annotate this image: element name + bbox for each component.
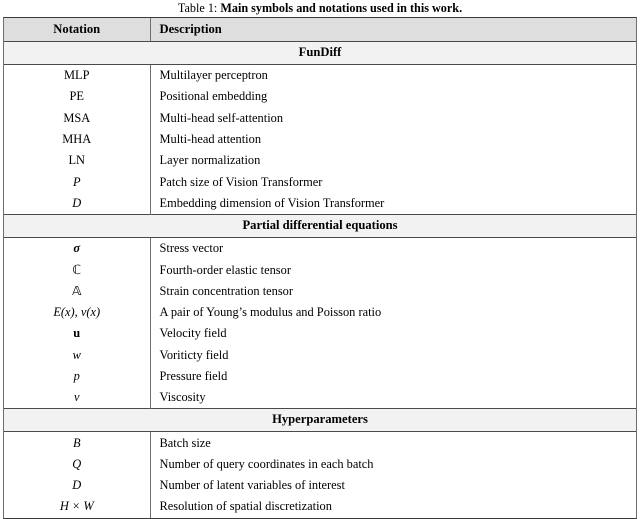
description-cell: Pressure field bbox=[150, 365, 636, 388]
notation-symbol: P bbox=[72, 174, 81, 189]
notation-cell: D bbox=[4, 475, 151, 497]
description-cell: Patch size of Vision Transformer bbox=[150, 171, 636, 193]
table-row: MHA Multi-head attention bbox=[4, 128, 636, 151]
notation-cell: P bbox=[4, 171, 151, 193]
notation-cell: σ bbox=[4, 237, 151, 260]
notation-symbol: MHA bbox=[62, 132, 92, 147]
notation-cell: D bbox=[4, 192, 151, 215]
column-header-description: Description bbox=[150, 18, 636, 42]
table-row: p Pressure field bbox=[4, 365, 636, 388]
table-row: Q Number of query coordinates in each bat… bbox=[4, 453, 636, 476]
description-cell: Embedding dimension of Vision Transforme… bbox=[150, 192, 636, 215]
notation-symbol: 𝔸 bbox=[72, 283, 82, 299]
notation-symbol: ℂ bbox=[72, 262, 82, 278]
notation-cell: MHA bbox=[4, 128, 151, 151]
section-title: Hyperparameters bbox=[4, 408, 636, 433]
section-title: Partial differential equations bbox=[4, 214, 636, 239]
description-cell: Positional embedding bbox=[150, 86, 636, 108]
notation-symbol: E(x), ν(x) bbox=[53, 305, 101, 320]
notation-symbol: w bbox=[72, 347, 81, 362]
description-cell: Resolution of spatial discretization bbox=[150, 496, 636, 518]
notation-cell: LN bbox=[4, 150, 151, 172]
table-caption: Table 1: Main symbols and notations used… bbox=[0, 0, 640, 15]
description-cell: Viscosity bbox=[150, 387, 636, 409]
description-cell: Batch size bbox=[150, 431, 636, 454]
table-header-row: Notation Description bbox=[4, 18, 636, 42]
notation-symbol: u bbox=[73, 326, 81, 341]
table-row: MLP Multilayer perceptron bbox=[4, 64, 636, 87]
description-cell: Number of latent variables of interest bbox=[150, 475, 636, 497]
description-cell: Velocity field bbox=[150, 323, 636, 345]
notation-symbol: ν bbox=[74, 390, 80, 405]
notation-symbol: LN bbox=[68, 153, 86, 168]
table-row: ν Viscosity bbox=[4, 387, 636, 409]
column-header-notation: Notation bbox=[4, 18, 151, 42]
description-cell: Multi-head attention bbox=[150, 128, 636, 151]
notation-symbol: D bbox=[72, 478, 82, 493]
description-cell: Fourth-order elastic tensor bbox=[150, 259, 636, 281]
table-row: σ Stress vector bbox=[4, 237, 636, 260]
notation-cell: ν bbox=[4, 387, 151, 409]
section-title: FunDiff bbox=[4, 41, 636, 65]
description-cell: Multilayer perceptron bbox=[150, 64, 636, 87]
notation-cell: B bbox=[4, 431, 151, 454]
table-row: u Velocity field bbox=[4, 323, 636, 345]
notation-cell: 𝔸 bbox=[4, 280, 151, 302]
table-row: LN Layer normalization bbox=[4, 150, 636, 172]
table-row: H × W Resolution of spatial discretizatio… bbox=[4, 496, 636, 518]
description-cell: Layer normalization bbox=[150, 150, 636, 172]
notation-symbol: σ bbox=[73, 241, 81, 256]
notation-cell: ℂ bbox=[4, 259, 151, 281]
section-header-row: Hyperparameters bbox=[4, 408, 636, 433]
table-row: MSA Multi-head self-attention bbox=[4, 107, 636, 129]
notation-cell: w bbox=[4, 344, 151, 366]
table-row: w Voriticty field bbox=[4, 344, 636, 366]
notation-cell: p bbox=[4, 365, 151, 388]
description-cell: Multi-head self-attention bbox=[150, 107, 636, 129]
notation-symbol: B bbox=[72, 435, 81, 450]
notation-symbol: Q bbox=[72, 456, 82, 471]
description-cell: Voriticty field bbox=[150, 344, 636, 366]
notation-cell: PE bbox=[4, 86, 151, 108]
notation-cell: Q bbox=[4, 453, 151, 476]
notation-symbol: p bbox=[73, 369, 80, 383]
description-cell: Number of query coordinates in each batc… bbox=[150, 453, 636, 476]
notation-cell: MSA bbox=[4, 107, 151, 129]
notation-cell: u bbox=[4, 323, 151, 345]
notation-symbol: PE bbox=[69, 89, 84, 104]
table-row: B Batch size bbox=[4, 431, 636, 454]
table-row: D Number of latent variables of interest bbox=[4, 475, 636, 497]
notation-symbol: H × W bbox=[59, 499, 94, 514]
table-row: D Embedding dimension of Vision Transform… bbox=[4, 192, 636, 215]
notation-symbol: MSA bbox=[63, 110, 91, 125]
notation-symbol: MLP bbox=[64, 68, 90, 83]
notation-symbol: D bbox=[72, 195, 82, 210]
caption-text: Main symbols and notations used in this … bbox=[220, 1, 463, 15]
notation-cell: H × W bbox=[4, 496, 151, 518]
table-row: ℂ Fourth-order elastic tensor bbox=[4, 259, 636, 281]
notation-cell: MLP bbox=[4, 64, 151, 87]
table-row: P Patch size of Vision Transformer bbox=[4, 171, 636, 193]
section-header-row: FunDiff bbox=[4, 41, 636, 65]
table-row: E(x), ν(x) A pair of Young’s modulus and … bbox=[4, 301, 636, 324]
table-row: PE Positional embedding bbox=[4, 86, 636, 108]
description-cell: Stress vector bbox=[150, 237, 636, 260]
notation-cell: E(x), ν(x) bbox=[4, 301, 151, 324]
description-cell: Strain concentration tensor bbox=[150, 280, 636, 302]
section-header-row: Partial differential equations bbox=[4, 214, 636, 239]
table-row: 𝔸 Strain concentration tensor bbox=[4, 280, 636, 302]
description-cell: A pair of Young’s modulus and Poisson ra… bbox=[150, 301, 636, 324]
caption-label: Table 1: bbox=[177, 1, 218, 15]
